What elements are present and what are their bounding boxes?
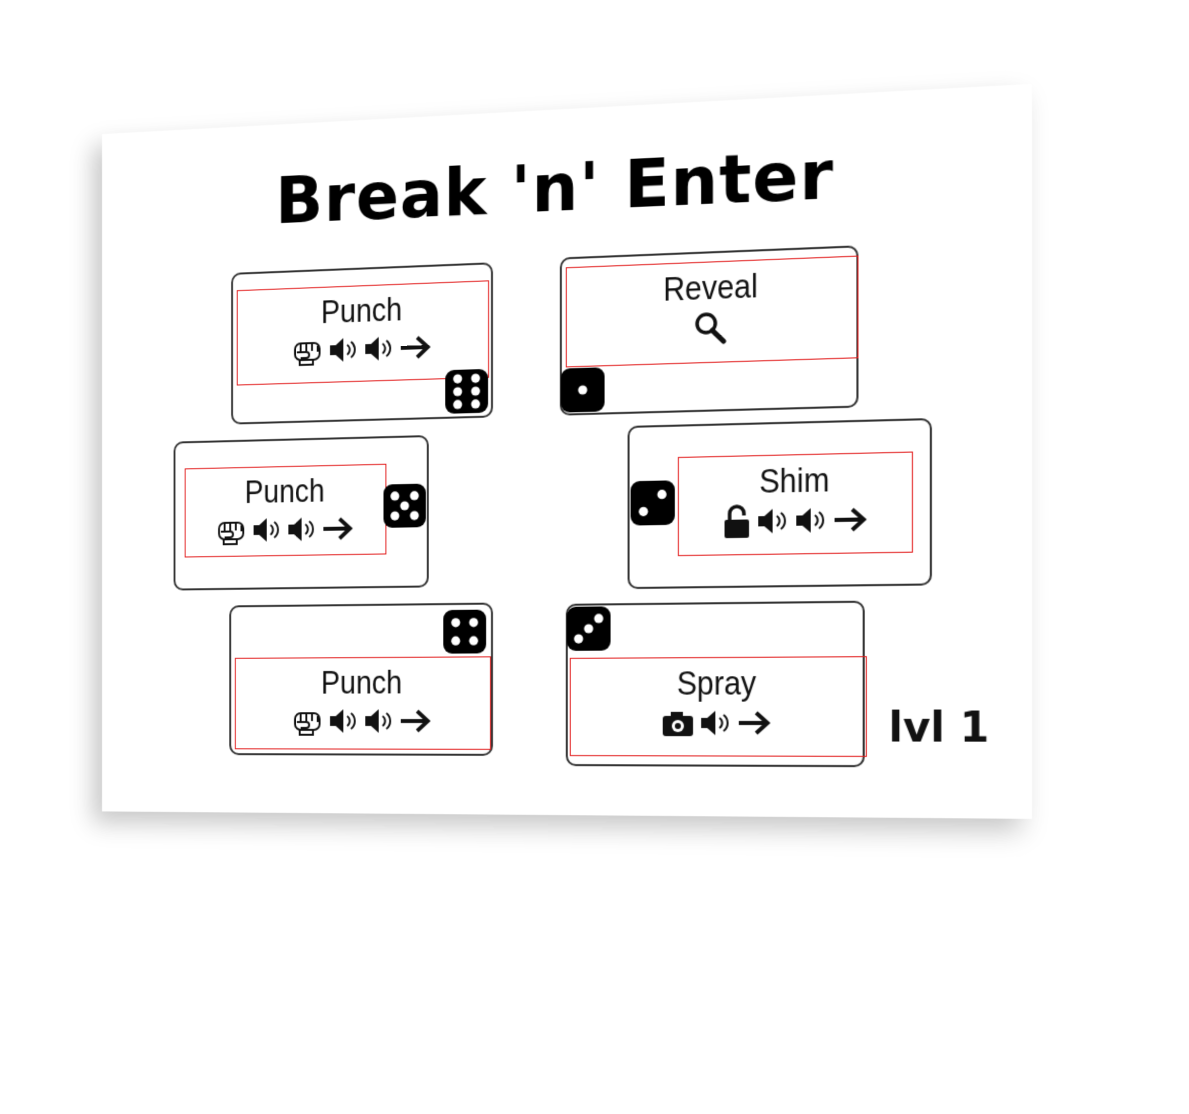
- action-box: Punch: [236, 280, 490, 386]
- arrow-right-icon: [397, 706, 432, 736]
- die-face-icon: [630, 479, 676, 526]
- sound-icon: [327, 335, 359, 366]
- die-face-icon: [566, 605, 612, 652]
- arrow-right-icon: [397, 332, 432, 363]
- action-label: Spray: [676, 663, 757, 703]
- game-title: Break 'n' Enter: [275, 135, 835, 239]
- sound-icon: [755, 505, 790, 536]
- action-box: Spray: [569, 656, 867, 757]
- magnifier-icon: [692, 310, 729, 346]
- action-icons: [679, 501, 912, 540]
- action-label: Punch: [244, 472, 325, 511]
- action-label: Punch: [321, 663, 403, 702]
- action-icons: [236, 704, 490, 738]
- action-label: Shim: [759, 460, 830, 501]
- action-icons: [571, 706, 866, 741]
- die-face-icon: [383, 483, 427, 529]
- action-label: Punch: [321, 290, 403, 331]
- die-face-icon: [442, 609, 487, 655]
- arrow-right-icon: [736, 708, 773, 739]
- action-icons: [238, 328, 488, 370]
- action-icons: [186, 511, 386, 548]
- action-card-punch-1[interactable]: Punch: [231, 262, 493, 425]
- fist-icon: [292, 336, 324, 366]
- sound-icon: [327, 706, 359, 736]
- arrow-right-icon: [320, 514, 354, 544]
- sound-icon: [362, 706, 395, 736]
- action-box: Reveal: [565, 255, 859, 368]
- die-face-icon: [560, 366, 606, 413]
- sound-icon: [362, 333, 395, 364]
- sound-icon: [250, 515, 282, 545]
- game-card-sheet: Break 'n' Enter Punch Reveal Punch Shim: [102, 83, 1032, 819]
- sheet-reflection: Break 'n' Enter Punch Reveal Punch Shim: [102, 832, 1032, 1114]
- level-indicator: lvl 1: [888, 704, 990, 753]
- arrow-right-icon: [831, 504, 868, 535]
- unlock-icon: [721, 504, 752, 539]
- sound-icon: [698, 708, 733, 738]
- die-face-icon: [444, 368, 489, 415]
- action-card-punch-3[interactable]: Punch: [229, 602, 493, 756]
- sound-icon: [793, 505, 828, 536]
- fist-icon: [292, 706, 324, 735]
- camera-icon: [661, 708, 695, 738]
- fist-icon: [216, 516, 248, 546]
- action-box: Punch: [184, 463, 387, 558]
- action-card-punch-2[interactable]: Punch: [173, 435, 429, 591]
- action-label: Reveal: [663, 266, 758, 309]
- sound-icon: [285, 514, 317, 544]
- action-card-spray[interactable]: Spray: [565, 600, 867, 768]
- action-card-shim[interactable]: Shim: [627, 418, 932, 590]
- action-card-reveal[interactable]: Reveal: [559, 245, 859, 416]
- action-box: Punch: [234, 656, 492, 750]
- action-box: Shim: [677, 451, 913, 557]
